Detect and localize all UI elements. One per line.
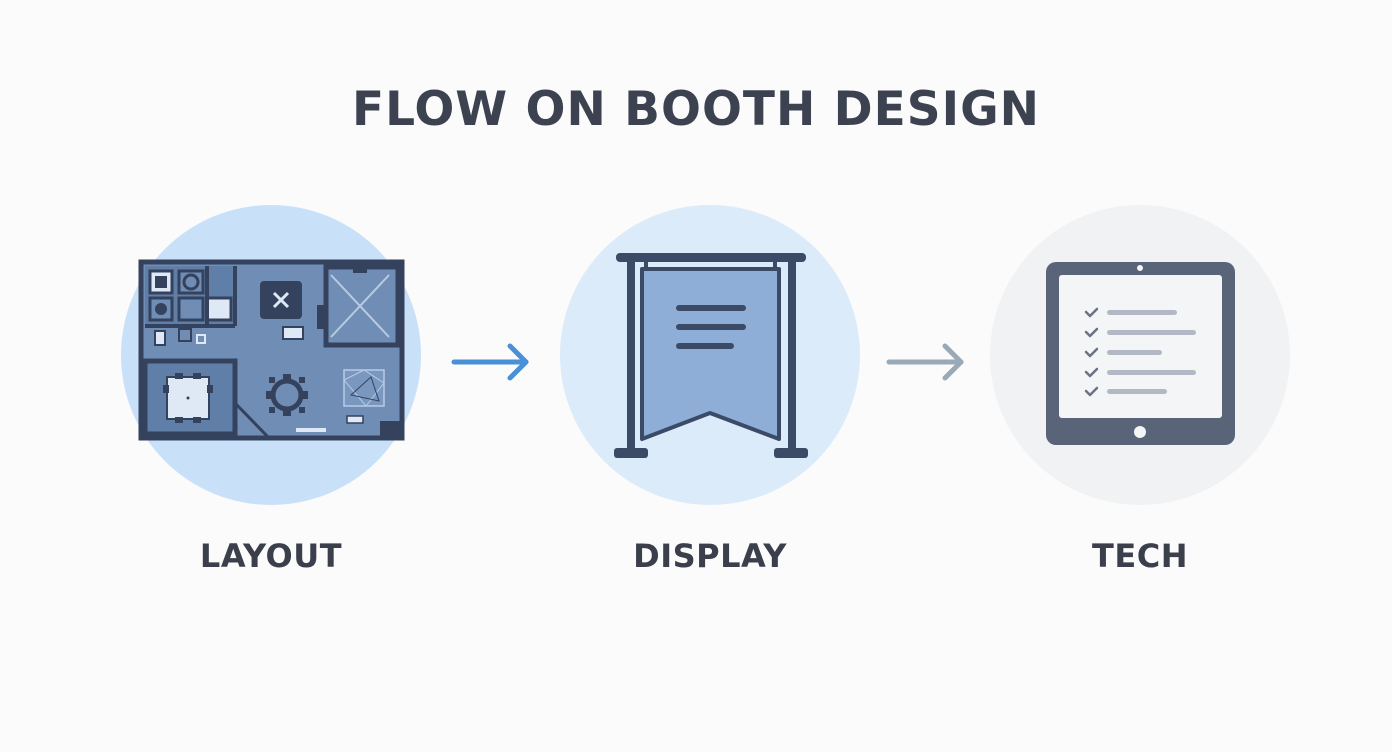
- step-layout: LAYOUT: [121, 205, 421, 575]
- arrow-right-icon: [451, 343, 529, 381]
- step-tech: TECH: [990, 205, 1290, 575]
- step-label-layout: LAYOUT: [199, 537, 343, 575]
- banner-stand-icon: [614, 253, 808, 458]
- layout-circle: [121, 205, 421, 505]
- step-label-tech: TECH: [1092, 537, 1188, 575]
- step-label-display: DISPLAY: [633, 537, 787, 575]
- tablet-checklist-icon: [1046, 262, 1235, 445]
- step-display: DISPLAY: [560, 205, 860, 575]
- arrow-right-icon: [886, 343, 964, 381]
- page-title: FLOW ON BOOTH DESIGN: [351, 82, 1041, 137]
- tech-circle: [990, 205, 1290, 505]
- display-circle: [560, 205, 860, 505]
- floor-plan-icon: [138, 259, 405, 441]
